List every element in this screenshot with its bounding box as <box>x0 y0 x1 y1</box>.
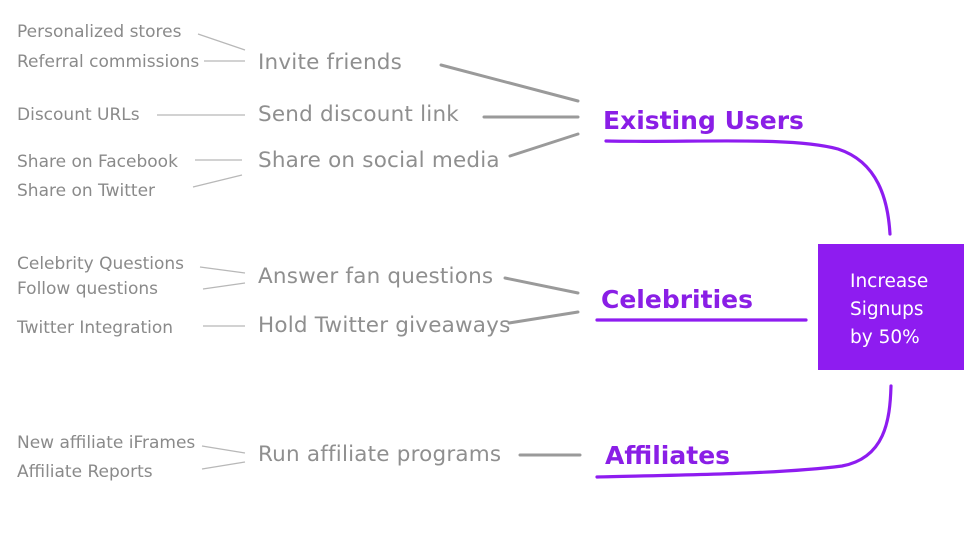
connector-personalized-stores <box>197 33 246 51</box>
channel-existing-users: Existing Users <box>603 106 804 135</box>
detail-new-affiliate-iframes: New affiliate iFrames <box>17 433 196 453</box>
connector-share-twitter <box>192 174 243 188</box>
detail-share-facebook: Share on Facebook <box>17 152 178 172</box>
goal-line-3: by 50% <box>850 327 920 348</box>
connector-share-social <box>508 132 580 158</box>
tactic-answer-fan-questions: Answer fan questions <box>258 264 494 289</box>
detail-celebrity-questions: Celebrity Questions <box>17 254 185 274</box>
detail-share-twitter: Share on Twitter <box>17 181 156 201</box>
connector-existing-users <box>604 139 892 236</box>
connector-new-affiliate-iframes <box>201 445 246 454</box>
detail-follow-questions: Follow questions <box>17 279 159 299</box>
connector-answer-fan-questions <box>503 276 580 295</box>
goal-box: Increase Signups by 50% <box>818 244 964 370</box>
detail-referral-commissions: Referral commissions <box>17 52 200 72</box>
connector-invite-friends <box>439 63 580 103</box>
detail-affiliate-reports: Affiliate Reports <box>17 462 153 482</box>
tactic-send-discount-link: Send discount link <box>258 102 459 127</box>
goal-line-2: Signups <box>850 299 924 320</box>
connector-celebrity-questions <box>199 266 246 274</box>
connector-hold-twitter-giveaways <box>507 310 580 325</box>
tactic-run-affiliate-programs: Run affiliate programs <box>258 442 502 467</box>
tactic-invite-friends: Invite friends <box>258 50 403 75</box>
tactic-share-social-media: Share on social media <box>258 148 500 173</box>
detail-personalized-stores: Personalized stores <box>17 22 182 42</box>
connector-affiliate-reports <box>201 461 246 470</box>
connector-affiliates <box>595 384 893 479</box>
goal-line-1: Increase <box>850 271 929 292</box>
connector-follow-questions <box>202 282 246 290</box>
tactic-hold-twitter-giveaways: Hold Twitter giveaways <box>258 313 511 338</box>
channel-celebrities: Celebrities <box>601 285 753 314</box>
detail-twitter-integration: Twitter Integration <box>17 318 174 338</box>
detail-discount-urls: Discount URLs <box>17 105 140 125</box>
channel-affiliates: Affiliates <box>605 441 731 470</box>
